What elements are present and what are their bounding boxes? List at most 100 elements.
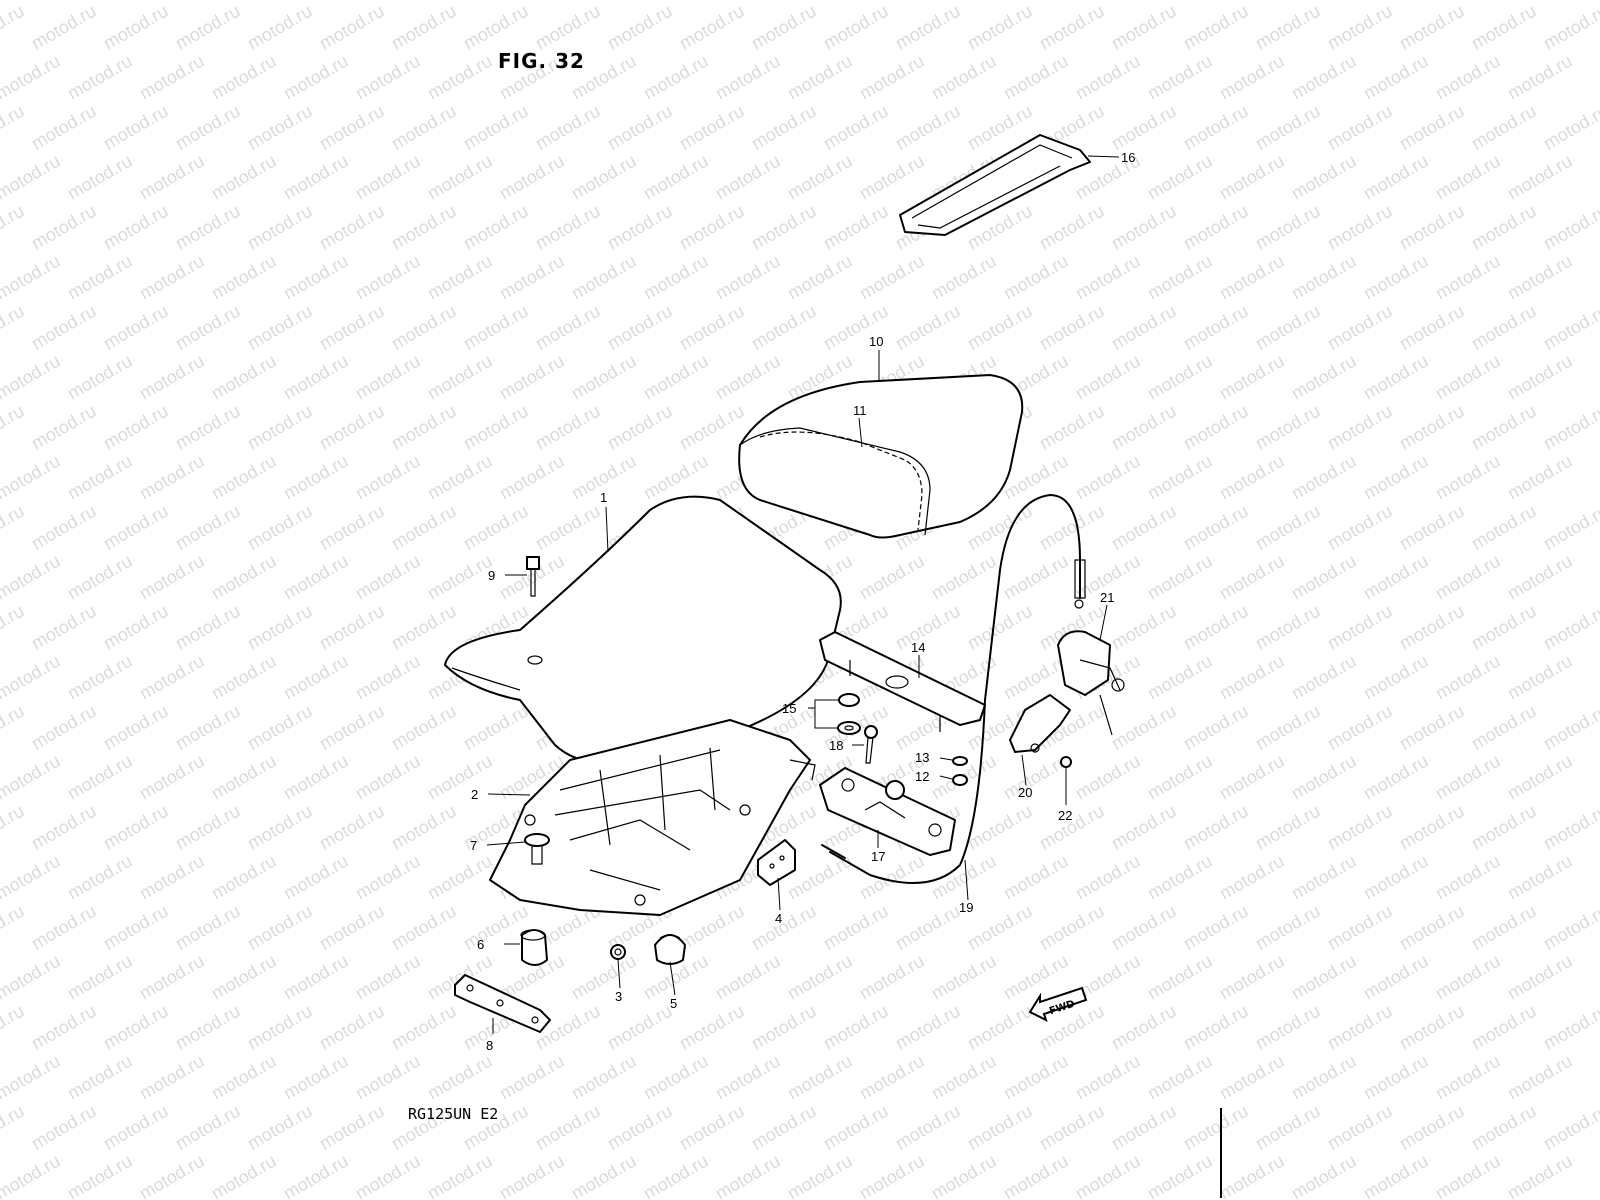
watermark-text: motod.ru [0,851,64,904]
watermark-text: motod.ru [316,701,388,754]
watermark-text: motod.ru [496,1151,568,1200]
watermark-text: motod.ru [460,501,532,554]
watermark-text: motod.ru [1144,251,1216,304]
watermark-text: motod.ru [136,551,208,604]
watermark-text: motod.ru [820,101,892,154]
watermark-text: motod.ru [172,701,244,754]
watermark-text: motod.ru [1144,551,1216,604]
watermark-text: motod.ru [0,201,28,254]
watermark-text: motod.ru [316,901,388,954]
watermark-text: motod.ru [568,151,640,204]
watermark-text: motod.ru [1072,51,1144,104]
watermark-text: motod.ru [28,1001,100,1054]
watermark-text: motod.ru [1324,401,1396,454]
watermark-text: motod.ru [460,101,532,154]
watermark-text: motod.ru [28,601,100,654]
watermark-text: motod.ru [1180,601,1252,654]
part-grommet [654,934,686,965]
watermark-text: motod.ru [1540,1,1600,54]
watermark-text: motod.ru [748,101,820,154]
watermark-text: motod.ru [1360,251,1432,304]
watermark-text: motod.ru [928,51,1000,104]
watermark-text: motod.ru [964,1,1036,54]
watermark-text: motod.ru [1252,401,1324,454]
watermark-text: motod.ru [352,0,424,3]
watermark-text: motod.ru [496,451,568,504]
watermark-text: motod.ru [568,251,640,304]
callout-13: 13 [915,750,929,765]
watermark-text: motod.ru [352,351,424,404]
watermark-text: motod.ru [280,551,352,604]
watermark-text: motod.ru [784,0,856,3]
watermark-text: motod.ru [1000,851,1072,904]
forward-arrow-icon: FWD [1028,986,1088,1022]
watermark-text: motod.ru [1216,0,1288,3]
watermark-text: motod.ru [1288,51,1360,104]
part-bolt-18 [864,725,878,764]
watermark-text: motod.ru [1540,501,1600,554]
watermark-text: motod.ru [1504,951,1576,1004]
watermark-text: motod.ru [1144,1051,1216,1104]
watermark-text: motod.ru [784,151,856,204]
watermark-text: motod.ru [1360,651,1432,704]
watermark-text: motod.ru [1216,451,1288,504]
part-nut-12 [952,774,968,786]
watermark-text: motod.ru [1288,551,1360,604]
watermark-text: motod.ru [1180,101,1252,154]
watermark-text: motod.ru [820,1101,892,1154]
watermark-text: motod.ru [0,651,64,704]
watermark-text: motod.ru [748,1,820,54]
watermark-text: motod.ru [388,901,460,954]
watermark-text: motod.ru [460,701,532,754]
watermark-text: motod.ru [136,1151,208,1200]
watermark-text: motod.ru [964,1101,1036,1154]
watermark-text: motod.ru [0,501,28,554]
watermark-text: motod.ru [1396,801,1468,854]
watermark-text: motod.ru [856,951,928,1004]
watermark-text: motod.ru [1144,151,1216,204]
watermark-text: motod.ru [1180,1101,1252,1154]
watermark-text: motod.ru [1468,401,1540,454]
watermark-text: motod.ru [1216,151,1288,204]
watermark-text: motod.ru [172,601,244,654]
model-code: RG125UN E2 [408,1105,498,1123]
watermark-text: motod.ru [1468,501,1540,554]
watermark-text: motod.ru [352,551,424,604]
watermark-text: motod.ru [208,351,280,404]
watermark-text: motod.ru [1000,751,1072,804]
watermark-text: motod.ru [892,301,964,354]
callout-11: 11 [853,403,867,418]
watermark-text: motod.ru [280,1151,352,1200]
watermark-text: motod.ru [820,201,892,254]
watermark-text: motod.ru [928,0,1000,3]
watermark-text: motod.ru [1324,701,1396,754]
callout-7: 7 [470,838,477,853]
watermark-text: motod.ru [1288,451,1360,504]
watermark-text: motod.ru [1252,101,1324,154]
watermark-text: motod.ru [748,201,820,254]
watermark-text: motod.ru [1000,1151,1072,1200]
callout-19: 19 [959,900,973,915]
watermark-text: motod.ru [496,151,568,204]
watermark-text: motod.ru [100,801,172,854]
watermark-text: motod.ru [1432,0,1504,3]
watermark-text: motod.ru [316,201,388,254]
watermark-text: motod.ru [1180,901,1252,954]
watermark-text: motod.ru [676,901,748,954]
watermark-text: motod.ru [388,601,460,654]
watermark-text: motod.ru [640,251,712,304]
watermark-text: motod.ru [64,0,136,3]
watermark-text: motod.ru [280,651,352,704]
watermark-text: motod.ru [964,1001,1036,1054]
watermark-text: motod.ru [928,251,1000,304]
watermark-text: motod.ru [1540,401,1600,454]
watermark-text: motod.ru [388,801,460,854]
watermark-text: motod.ru [1540,601,1600,654]
callout-14: 14 [911,640,925,655]
watermark-text: motod.ru [1360,751,1432,804]
watermark-text: motod.ru [352,851,424,904]
watermark-text: motod.ru [0,751,64,804]
watermark-text: motod.ru [1180,1001,1252,1054]
watermark-text: motod.ru [1504,851,1576,904]
watermark-text: motod.ru [1144,651,1216,704]
